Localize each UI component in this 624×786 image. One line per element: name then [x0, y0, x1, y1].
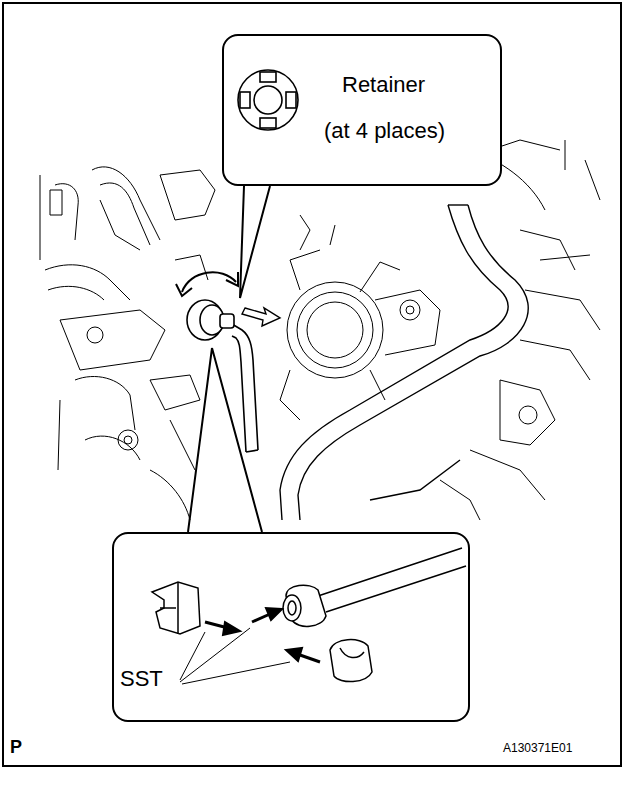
callout-tail [188, 348, 262, 532]
retainer-icon [238, 70, 298, 130]
pull-arrow [242, 308, 280, 326]
sst-detail [152, 548, 466, 682]
part-name: SST [120, 666, 468, 692]
callout-box: Retainer (at 4 places) [222, 34, 502, 186]
page-mark: P [10, 738, 22, 758]
rotate-arrow [176, 272, 238, 296]
callout-box: SST [112, 532, 470, 722]
sst-arrows [205, 608, 320, 662]
part-name: Retainer [342, 72, 500, 98]
large-hose [280, 205, 528, 520]
figure-code: A130371E01 [503, 742, 572, 755]
callout-ground [222, 34, 502, 186]
engine-background [40, 140, 600, 520]
callout-ground [112, 532, 470, 722]
page-frame [3, 3, 621, 766]
callout-tail [240, 186, 270, 298]
note-text: (at 4 places) [324, 118, 482, 144]
quick-connector [187, 300, 234, 340]
leader-line [180, 628, 290, 684]
